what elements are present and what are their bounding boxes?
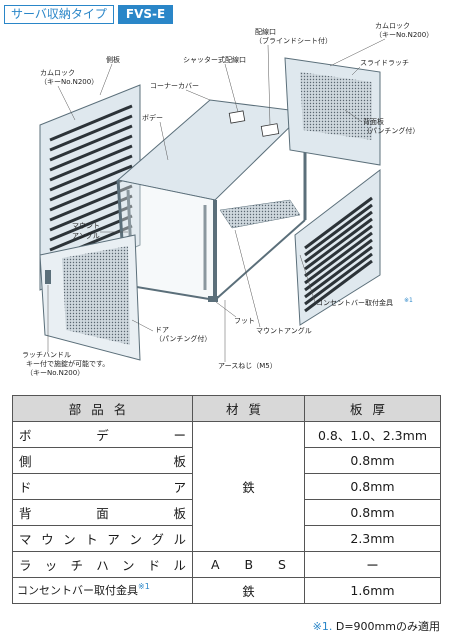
cell-material: 鉄 bbox=[192, 577, 305, 604]
label-body: ボデー bbox=[142, 113, 163, 122]
label-cam-lock-left: カムロック bbox=[40, 69, 75, 77]
cell-thickness: 0.8mm bbox=[304, 447, 441, 474]
vent-slot bbox=[304, 245, 373, 299]
label-slide-latch: スライドラッチ bbox=[360, 59, 409, 67]
vent-slot bbox=[304, 231, 373, 285]
label-side-panel: 側板 bbox=[106, 55, 120, 64]
label-door-sub: （パンチング付） bbox=[155, 334, 211, 343]
label-mount-angle-bottom: マウントアングル bbox=[256, 326, 312, 335]
header: サーバ収納タイプ FVS-E bbox=[4, 4, 174, 24]
vent-slot bbox=[49, 164, 133, 202]
header-part-name: 部品名 bbox=[12, 395, 193, 422]
cell-thickness: 0.8mm bbox=[304, 473, 441, 500]
cell-thickness: 0.8mm bbox=[304, 499, 441, 526]
label-latch-handle-sub1: キー付で施錠が可能です。 bbox=[26, 359, 109, 368]
rack-exploded-diagram: 側板 カムロック （キーNo.N200） コーナーカバー ボデー シャッター式配… bbox=[22, 22, 433, 377]
type-label: サーバ収納タイプ bbox=[4, 4, 114, 24]
footnote: ※1. D=900mmのみ適用 bbox=[313, 618, 440, 634]
label-port-top-sub: （ブラインドシート付） bbox=[255, 36, 332, 45]
side-panel-right bbox=[294, 168, 381, 326]
label-foot: フット bbox=[234, 317, 255, 325]
cell-material: 鉄 bbox=[192, 421, 305, 552]
cable-port-icon bbox=[260, 123, 280, 137]
table-row: マウントアングル 2.3mm bbox=[12, 525, 441, 552]
footnote-mark: ※1. bbox=[312, 620, 333, 633]
header-material: 材質 bbox=[192, 395, 305, 422]
rack-body bbox=[116, 99, 307, 302]
label-cam-lock-left-key: （キーNo.N200） bbox=[40, 78, 98, 86]
vent-slot bbox=[49, 204, 133, 242]
foot-icon bbox=[208, 296, 218, 302]
vent-slot bbox=[49, 104, 133, 142]
vent-slot bbox=[304, 196, 373, 250]
cell-part-name: ドア bbox=[12, 473, 193, 500]
label-back-panel: 背面板 bbox=[363, 117, 384, 126]
vent-slot bbox=[304, 259, 373, 313]
cell-part-name: マウントアングル bbox=[12, 525, 193, 552]
model-badge: FVS-E bbox=[117, 4, 174, 24]
label-cam-lock-right: カムロック bbox=[375, 22, 410, 30]
label-outlet-mark: ※1 bbox=[404, 297, 413, 304]
cell-part-name: コンセントバー取付金具※1 bbox=[12, 577, 193, 604]
vent-slot bbox=[49, 214, 133, 252]
cell-part-name: 側板 bbox=[12, 447, 193, 474]
label-latch-handle-sub2: （キーNo.N200） bbox=[26, 369, 84, 377]
cell-thickness: 2.3mm bbox=[304, 525, 441, 552]
vent-slot bbox=[49, 114, 133, 152]
header-thickness: 板厚 bbox=[304, 395, 441, 422]
vent-slot bbox=[49, 124, 133, 162]
shutter-port-icon bbox=[228, 110, 246, 124]
table-row: 側板 0.8mm bbox=[12, 447, 441, 474]
cell-part-name: ラッチハンドル bbox=[12, 551, 193, 578]
vent-slot bbox=[304, 203, 373, 257]
label-corner-cover: コーナーカバー bbox=[150, 82, 199, 90]
label-cam-lock-right-key: （キーNo.N200） bbox=[375, 31, 433, 39]
vent-slot bbox=[49, 154, 133, 192]
label-back-panel-sub: （パンチング付） bbox=[363, 126, 419, 135]
cell-thickness: ー bbox=[304, 551, 441, 578]
cell-thickness: 1.6mm bbox=[304, 577, 441, 604]
vent-slot bbox=[304, 252, 373, 306]
back-panel bbox=[284, 57, 381, 166]
vent-slot bbox=[304, 217, 373, 271]
label-latch-handle: ラッチハンドル bbox=[22, 351, 71, 359]
vent-slot bbox=[304, 210, 373, 264]
label-mount-angle-left-2: アングル bbox=[72, 231, 100, 240]
vent-slot bbox=[49, 144, 133, 182]
cell-thickness: 0.8、1.0、2.3mm bbox=[304, 421, 441, 448]
cell-part-name: 背面板 bbox=[12, 499, 193, 526]
door bbox=[39, 234, 141, 361]
footnote-text: D=900mmのみ適用 bbox=[335, 620, 440, 633]
spec-table-header: 部品名 材質 板厚 bbox=[12, 395, 441, 422]
label-earth-screw: アースねじ（M5） bbox=[218, 362, 277, 370]
label-mount-angle-left: マウント bbox=[72, 222, 100, 230]
vent-slot bbox=[304, 238, 373, 292]
label-outlet-bracket: コンセントバー取付金具 bbox=[316, 298, 393, 307]
label-shutter-port: シャッター式配線口 bbox=[183, 55, 246, 64]
label-port-top: 配線口 bbox=[255, 27, 276, 36]
latch-handle-icon bbox=[45, 270, 51, 284]
label-door: ドア bbox=[155, 326, 169, 334]
cell-part-name: ボデー bbox=[12, 421, 193, 448]
vent-slot bbox=[49, 134, 133, 172]
table-row: ドア 0.8mm bbox=[12, 473, 441, 500]
vent-slot bbox=[304, 224, 373, 278]
